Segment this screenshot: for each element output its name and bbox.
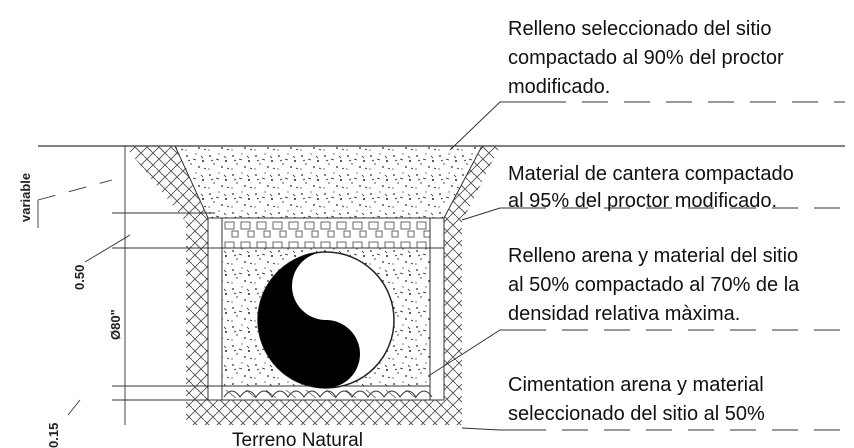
label-cimentacion: Cimentation arena y material seleccionad…	[508, 374, 769, 425]
quarry-layer	[221, 217, 431, 249]
natural-soil-hatch	[125, 146, 500, 425]
backfill-zone	[174, 145, 483, 219]
dim-upper: 0.50	[72, 265, 87, 290]
leader-lines	[429, 100, 845, 432]
dim-pipe-diameter: Ø80"	[108, 309, 123, 340]
label-terreno-natural: Terreno Natural	[232, 430, 363, 448]
dim-variable: variable	[18, 173, 33, 222]
yin-yang-pipe-symbol	[257, 251, 395, 389]
label-material-cantera: Material de cantera compactado al 95% de…	[508, 163, 799, 212]
label-relleno-sitio: Relleno seleccionado del sitio compactad…	[508, 18, 789, 98]
dimension-lines	[37, 146, 222, 425]
dim-bottom: 0.15	[46, 423, 61, 448]
label-relleno-arena: Relleno arena y material del sitio al 50…	[508, 245, 805, 325]
